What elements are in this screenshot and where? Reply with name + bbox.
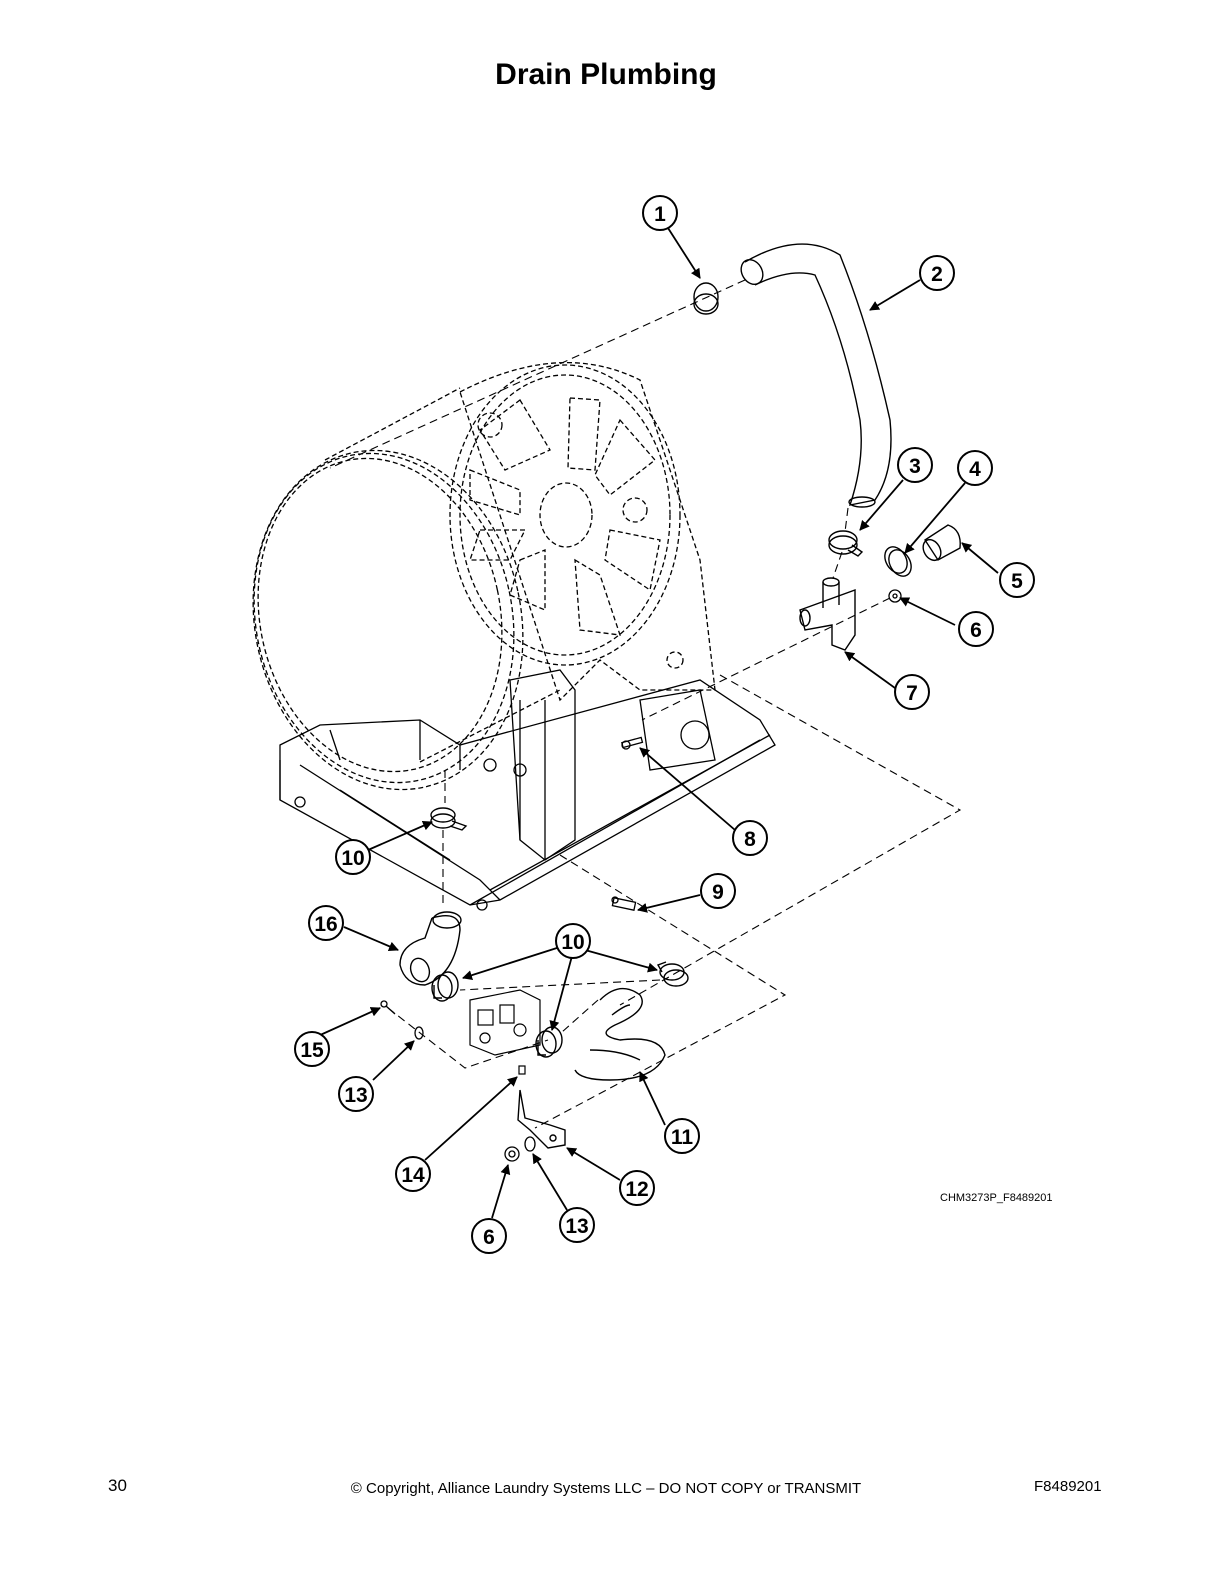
drain-bracket-7	[799, 577, 856, 651]
washer-13-lower	[524, 1136, 536, 1152]
svg-text:12: 12	[625, 1178, 648, 1201]
hose-clamp-10-right	[656, 961, 689, 987]
callout-2: 2	[919, 255, 955, 291]
elbow-hose-16	[399, 911, 462, 986]
page-number: 30	[108, 1476, 127, 1495]
svg-text:6: 6	[483, 1226, 495, 1249]
fitting-14	[518, 1065, 526, 1075]
callout-6-lower: 6	[471, 1218, 507, 1254]
callout-8: 8	[732, 820, 768, 856]
svg-text:3: 3	[909, 455, 921, 478]
document-number: F8489201	[1034, 1478, 1102, 1495]
hose-clamp-1	[693, 282, 719, 315]
assembly-dashed-lines	[329, 279, 962, 1129]
callout-11: 11	[664, 1118, 700, 1154]
svg-text:1: 1	[654, 203, 666, 226]
callout-16: 16	[308, 905, 344, 941]
hose-clamp-10-left	[431, 971, 459, 1002]
callout-9: 9	[700, 873, 736, 909]
tub-drum	[252, 387, 561, 791]
svg-text:5: 5	[1011, 570, 1023, 593]
drain-hose-11	[574, 987, 666, 1081]
callout-10-lower: 10	[555, 923, 591, 959]
svg-text:13: 13	[565, 1215, 588, 1238]
svg-text:10: 10	[561, 931, 584, 954]
svg-text:9: 9	[712, 881, 724, 904]
callout-5: 5	[999, 562, 1035, 598]
base-frame	[279, 669, 776, 911]
drain-cap-5	[922, 524, 961, 562]
hose-clamp-4	[884, 546, 912, 577]
page-title: Drain Plumbing	[495, 58, 717, 91]
svg-text:7: 7	[906, 682, 918, 705]
callout-6-upper: 6	[958, 611, 994, 647]
callout-3: 3	[897, 447, 933, 483]
callout-1: 1	[642, 195, 678, 231]
callout-7: 7	[894, 674, 930, 710]
copyright-notice: © Copyright, Alliance Laundry Systems LL…	[350, 1480, 862, 1497]
svg-text:2: 2	[931, 263, 943, 286]
drain-valve	[469, 989, 541, 1056]
svg-text:14: 14	[401, 1164, 425, 1187]
callout-13-lower: 13	[559, 1207, 595, 1243]
svg-text:8: 8	[744, 828, 756, 851]
leader-lines	[317, 227, 999, 1219]
svg-text:13: 13	[344, 1084, 367, 1107]
callout-14: 14	[395, 1156, 431, 1192]
svg-text:4: 4	[969, 458, 981, 481]
fitting-9	[611, 896, 637, 911]
figure-code: CHM3273P_F8489201	[940, 1192, 1053, 1204]
svg-text:15: 15	[300, 1039, 324, 1062]
drain-hose-upper	[740, 243, 892, 508]
hose-clamp-3	[828, 530, 864, 557]
valve-bracket-12	[517, 1089, 566, 1149]
svg-text:10: 10	[341, 847, 364, 870]
callout-4: 4	[957, 450, 993, 486]
callout-12: 12	[619, 1170, 655, 1206]
callout-15: 15	[294, 1031, 330, 1067]
nut-6-lower	[504, 1146, 520, 1162]
screw-8	[621, 736, 644, 750]
svg-text:16: 16	[314, 913, 337, 936]
callout-13-left: 13	[338, 1076, 374, 1112]
hose-clamp-10-upper	[430, 807, 468, 831]
nut-6-upper	[888, 589, 902, 603]
washer-13-left	[414, 1026, 424, 1040]
svg-text:11: 11	[671, 1126, 694, 1149]
svg-text:6: 6	[970, 619, 982, 642]
callout-10-upper: 10	[335, 839, 371, 875]
rear-bulkhead	[449, 361, 716, 702]
